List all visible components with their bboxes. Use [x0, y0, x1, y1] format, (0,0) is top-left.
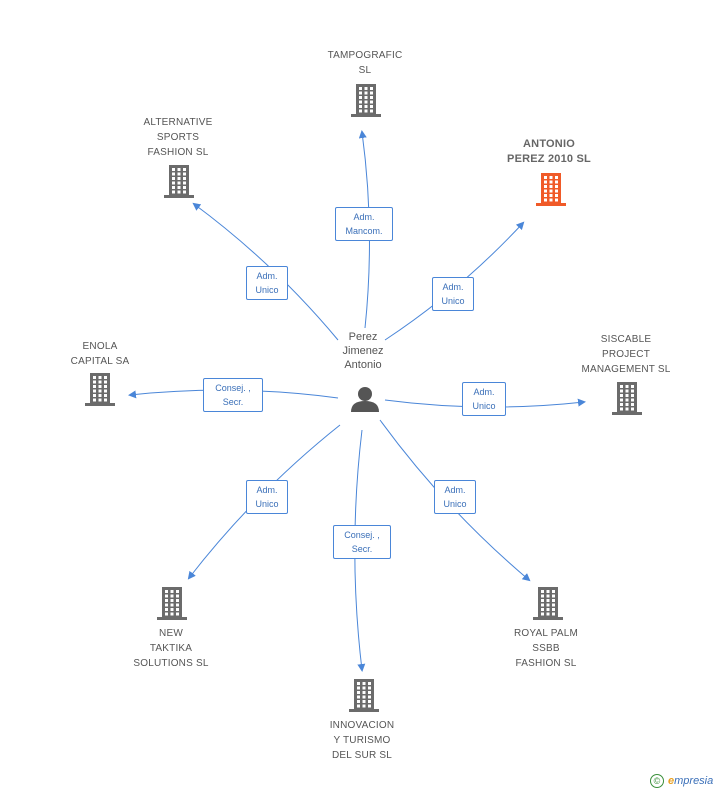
role-badge-alternative: Adm. Unico: [246, 266, 288, 300]
copyright-icon: ©: [650, 774, 664, 788]
building-icon-siscable[interactable]: [612, 382, 642, 415]
role-badge-new-taktika: Adm. Unico: [246, 480, 288, 514]
building-icon-innovacion[interactable]: [349, 679, 379, 712]
company-label-tampografic[interactable]: TAMPOGRAFIC SL: [327, 50, 403, 76]
company-label-royal-palm[interactable]: ROYAL PALM SSBB FASHION SL: [513, 628, 579, 669]
company-label-new-taktika[interactable]: NEW TAKTIKA SOLUTIONS SL: [133, 628, 209, 669]
building-icon-royal-palm[interactable]: [533, 587, 563, 620]
role-badge-antonio-perez: Adm. Unico: [432, 277, 474, 311]
role-badge-siscable: Adm. Unico: [462, 382, 506, 416]
role-badge-royal-palm: Adm. Unico: [434, 480, 476, 514]
role-badge-enola: Consej. , Secr.: [203, 378, 263, 412]
building-icon-new-taktika[interactable]: [157, 587, 187, 620]
person-name[interactable]: Perez Jimenez Antonio: [342, 331, 384, 371]
building-icon-alternative[interactable]: [164, 165, 194, 198]
brand-logo[interactable]: empresia: [668, 774, 714, 787]
role-badge-tampografic: Adm. Mancom.: [335, 207, 393, 241]
company-label-siscable[interactable]: SISCABLE PROJECT MANAGEMENT SL: [581, 334, 671, 375]
copyright-footer: © empresia: [650, 774, 713, 788]
building-icon-antonio-perez[interactable]: [536, 173, 566, 206]
building-icon-tampografic[interactable]: [351, 84, 381, 117]
company-label-innovacion[interactable]: INNOVACION Y TURISMO DEL SUR SL: [329, 720, 395, 761]
company-label-enola[interactable]: ENOLA CAPITAL SA: [70, 341, 130, 367]
building-icon-enola[interactable]: [85, 373, 115, 406]
company-label-alternative[interactable]: ALTERNATIVE SPORTS FASHION SL: [143, 117, 213, 158]
company-label-antonio-perez[interactable]: ANTONIO PEREZ 2010 SL: [507, 138, 591, 165]
person-icon: [351, 387, 379, 412]
role-badge-innovacion: Consej. , Secr.: [333, 525, 391, 559]
